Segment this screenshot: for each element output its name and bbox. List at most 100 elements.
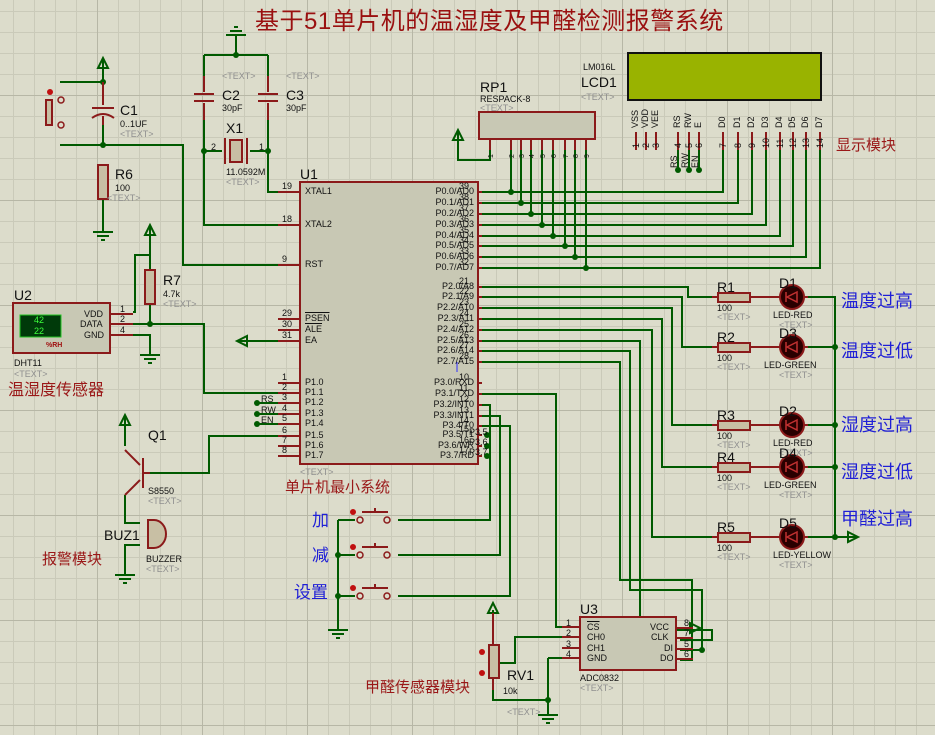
u3-pin-cs: CS: [587, 622, 600, 632]
u1-left-pin-name: P1.5: [305, 430, 324, 440]
u1-right-pin-number: 10: [459, 372, 470, 382]
led-status-label: 湿度过高: [841, 415, 913, 435]
c1-value: 0..1UF: [120, 119, 148, 129]
lcd-pin-name: RS: [672, 115, 682, 128]
lcd-pin-name: D1: [732, 116, 742, 128]
lcd-pin-name: D3: [760, 116, 770, 128]
u1-right-pin-name: P0.7/AD7: [435, 262, 474, 272]
c2-ref: C2: [222, 87, 240, 103]
u3-pin-num-8: 8: [684, 618, 690, 628]
led-ref: D2: [779, 403, 797, 419]
led-diode: [779, 334, 805, 360]
u1-right-pin-name: P3.2/INT0: [433, 399, 474, 409]
button-set[interactable]: 设置: [294, 583, 328, 602]
led-diode: [779, 524, 805, 550]
lcd-pin-number: 1: [631, 142, 641, 148]
led-resistor-value: 100: [717, 353, 733, 363]
net-label-p36: P3.6: [469, 437, 488, 447]
lcd1-body: [627, 52, 822, 101]
c3-text: <TEXT>: [286, 71, 320, 81]
wire-dht-data: [133, 323, 285, 394]
lcd1-ref: LCD1: [581, 74, 617, 90]
button-add[interactable]: 加: [312, 511, 329, 530]
u1-right-pin-number: 26: [459, 330, 470, 340]
u2-pin-num-4: 4: [120, 325, 126, 335]
led-text: <TEXT>: [779, 320, 813, 330]
led-resistor-text: <TEXT>: [717, 552, 751, 562]
buz1-text: <TEXT>: [146, 564, 180, 574]
wire-rp1-common: [457, 130, 491, 161]
vcc-arrow-rp1: [451, 127, 465, 141]
c1-ref: C1: [120, 102, 138, 118]
gnd-xtal: [226, 26, 246, 36]
u2-value: DHT11: [14, 358, 42, 368]
rp1-pin-number: 1: [488, 154, 495, 158]
u1-right-pin-name: P2.2/A10: [436, 302, 474, 312]
wire-c2-down: [203, 120, 285, 226]
u1-right-pin-name: P2.7/A15: [436, 356, 474, 366]
gnd-r6: [93, 231, 113, 241]
lcd-pin-name: VDD: [640, 108, 650, 128]
u1-left-pin-number: 9: [282, 254, 288, 264]
u3-pin-num-5: 5: [684, 639, 690, 649]
led-resistor-text: <TEXT>: [717, 482, 751, 492]
x1-text: <TEXT>: [226, 177, 260, 187]
u2-pin-vdd: VDD: [84, 309, 104, 319]
wire-q1-buz: [124, 495, 140, 524]
u1-right-pin-number: 36: [459, 214, 470, 224]
net-label-en: EN: [261, 415, 274, 425]
q1-value: S8550: [148, 486, 175, 496]
u1-left-pin-name: P1.2: [305, 397, 324, 407]
u1-right-pin-number: 23: [459, 297, 470, 307]
led-resistor: [717, 292, 751, 303]
u1-left-pin-number: 6: [282, 425, 288, 435]
u3-pin-clk: CLK: [651, 632, 669, 642]
u1-right-pin-name: P0.5/AD5: [435, 240, 474, 250]
u1-right-pin-name: P3.3/INT1: [433, 410, 474, 420]
u1-left-pin-number: 8: [282, 445, 288, 455]
led-value: LED-RED: [773, 310, 813, 320]
led-diode: [779, 454, 805, 480]
rp1-pin-number: 9: [584, 154, 591, 158]
u2-pin-num-1: 1: [120, 304, 126, 314]
x1-pin-2: 2: [211, 142, 217, 152]
lcd-pin-number: 3: [651, 142, 661, 148]
u3-text: <TEXT>: [580, 683, 614, 693]
lcd-pin-number: 13: [801, 137, 811, 148]
led-resistor: [717, 462, 751, 473]
u1-left-pin-name: P1.0: [305, 377, 324, 387]
rv1-text: <TEXT>: [507, 707, 541, 717]
u1-right-pin-number: 27: [459, 340, 470, 350]
u1-ref: U1: [300, 166, 318, 182]
gnd-dht: [140, 354, 160, 364]
rp1-pin-number: 2: [509, 154, 516, 158]
button-decrease[interactable]: 减: [312, 546, 329, 565]
rp1-pin-number: 4: [529, 154, 536, 158]
u1-left-pin-name: ALE: [305, 324, 323, 334]
u1-right-pin-number: 39: [459, 181, 470, 191]
led-resistor-ref: R1: [717, 279, 735, 295]
led-text: <TEXT>: [779, 560, 813, 570]
u1-left-pin-name: P1.4: [305, 418, 324, 428]
wire-led-common: [808, 296, 858, 538]
label-mcu-min-system: 单片机最小系统: [285, 479, 391, 496]
led-resistor-text: <TEXT>: [717, 312, 751, 322]
led-status-label: 温度过低: [841, 341, 913, 361]
u1-right-pin-number: 22: [459, 286, 470, 296]
led-resistor-value: 100: [717, 473, 733, 483]
u1-right-pin-number: 37: [459, 203, 470, 213]
led-resistor-text: <TEXT>: [717, 362, 751, 372]
rp1-value: RESPACK-8: [480, 94, 531, 104]
u2-display-top: 42: [34, 315, 45, 325]
led-resistor-ref: R2: [717, 329, 735, 345]
u1-left-pin-number: 18: [282, 214, 293, 224]
led-resistor-value: 100: [717, 303, 733, 313]
rp1-ref: RP1: [480, 79, 508, 95]
u1-left-pin-number: 2: [282, 382, 288, 392]
u1-right-pin-name: P2.4/A12: [436, 324, 474, 334]
u1-right-pin-name: P2.1/A9: [441, 291, 474, 301]
u3-value: ADC0832: [580, 673, 620, 683]
u1-left-pin-number: 4: [282, 403, 288, 413]
q1-text: <TEXT>: [148, 496, 182, 506]
lcd-pin-number: 4: [673, 142, 683, 148]
